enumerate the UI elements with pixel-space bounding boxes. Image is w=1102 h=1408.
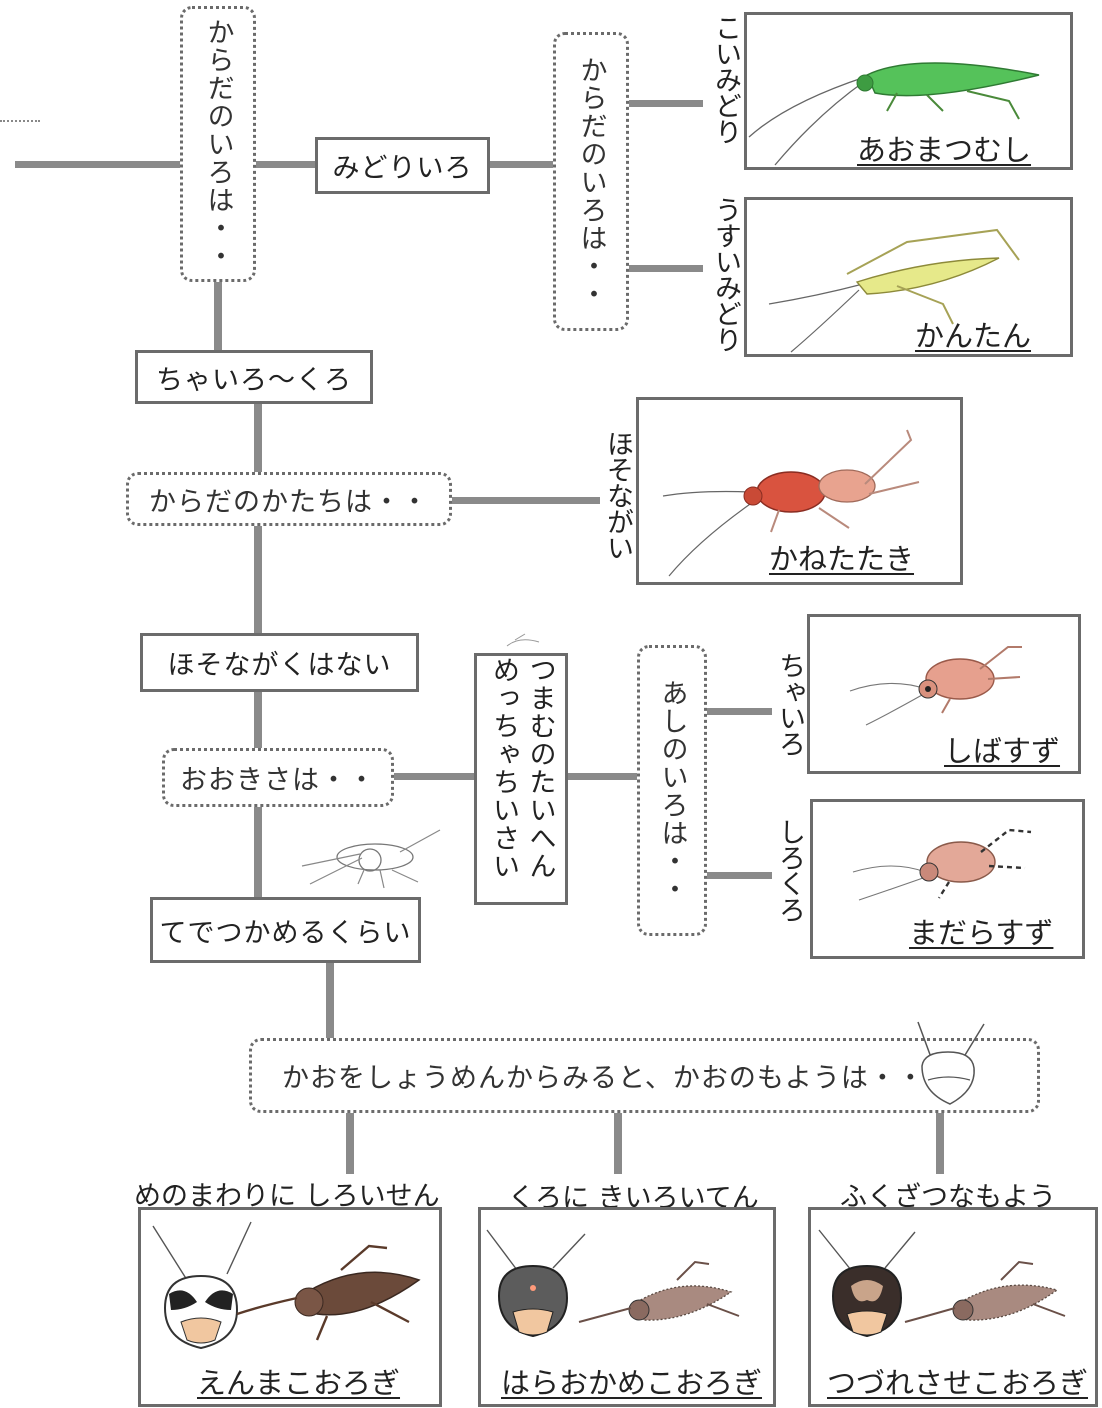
connector-line (627, 100, 703, 107)
dotted-mark (0, 120, 40, 122)
category-very-small: つまむのたいへん めっちゃちいさい (474, 653, 568, 905)
question-size: おおきさは・・ (162, 748, 394, 807)
connector-line (627, 265, 703, 272)
card-enmakoorogi: えんまこおろぎ (138, 1207, 442, 1407)
haraokamekoorogi-illustration (486, 1229, 740, 1338)
connector-line (254, 524, 262, 634)
card-haraokamekoorogi: はらおかめこおろぎ (478, 1207, 776, 1407)
enmakoorogi-illustration (152, 1221, 421, 1350)
connector-line (214, 280, 222, 352)
question-face-pattern: かおをしょうめんからみると、かおのもようは・・ (249, 1038, 1040, 1113)
question-face-pattern-text: かおをしょうめんからみると、かおのもようは・・ (282, 1063, 925, 1094)
card-shibasuzu: しばすず (807, 614, 1081, 774)
cricket-sketch-icon (301, 829, 441, 889)
question-body-shape: からだのかたちは・・ (126, 472, 452, 526)
card-madarasuzu: まだらすず (810, 799, 1085, 959)
connector-line (614, 1112, 622, 1174)
category-brown-black: ちゃいろ〜くろ (135, 350, 373, 404)
small-sketch-icon (506, 633, 540, 647)
connector-line (936, 1112, 944, 1174)
name-haraokamekoorogi: はらおかめこおろぎ (501, 1366, 763, 1400)
card-aomatsumushi: あおまつむし (744, 12, 1073, 170)
connector-line (254, 806, 262, 898)
name-enmakoorogi: えんまこおろぎ (197, 1366, 401, 1400)
category-not-slender: ほそながくはない (140, 633, 419, 692)
category-hand-size: てでつかめるくらい (150, 897, 421, 963)
name-kanetataki: かねたたき (769, 542, 915, 576)
connector-line (706, 708, 772, 715)
label-white-line: めのまわりに しろいせん (134, 1181, 440, 1212)
name-kantan: かんたん (915, 319, 1032, 353)
connector-line (254, 691, 262, 749)
label-brown-legs: ちゃいろ (774, 652, 805, 756)
card-kanetataki: かねたたき (636, 397, 963, 585)
card-kantan: かんたん (744, 197, 1073, 357)
connector-line (392, 773, 476, 780)
category-green: みどりいろ (315, 137, 490, 194)
name-tsuzuresasekoorogi: つづれさせこおろぎ (827, 1366, 1089, 1400)
kanetataki-illustration (662, 429, 920, 577)
name-aomatsumushi: あおまつむし (857, 133, 1032, 167)
shibasuzu-illustration (849, 646, 1022, 726)
kantan-illustration (768, 228, 1020, 353)
aomatsumushi-illustration (748, 62, 1040, 166)
label-black-white-legs: しろくろ (774, 818, 805, 922)
name-shibasuzu: しばすず (944, 734, 1061, 768)
connector-line (489, 161, 556, 168)
label-pale-green: うすいみどり (710, 196, 741, 352)
connector-line (346, 1112, 354, 1174)
madarasuzu-illustration (852, 828, 1032, 901)
connector-line (450, 497, 600, 504)
connector-line (254, 402, 262, 474)
connector-line (255, 161, 317, 168)
connector-line (326, 963, 334, 1041)
connector-line (706, 872, 772, 879)
connector-line (567, 773, 639, 780)
question-body-color: からだのいろは・・ (180, 6, 256, 282)
question-body-color-green: からだのいろは・・ (553, 32, 629, 331)
label-slender: ほそながい (602, 430, 633, 560)
card-tsuzuresasekoorogi: つづれさせこおろぎ (808, 1207, 1098, 1407)
name-madarasuzu: まだらすず (909, 916, 1054, 950)
cricket-face-outline (917, 1021, 985, 1105)
tsuzuresasekoorogi-illustration (818, 1229, 1066, 1338)
label-light-green: こいみどり (710, 14, 741, 144)
connector-line (15, 161, 185, 168)
question-leg-color: あしのいろは・・ (637, 645, 707, 936)
